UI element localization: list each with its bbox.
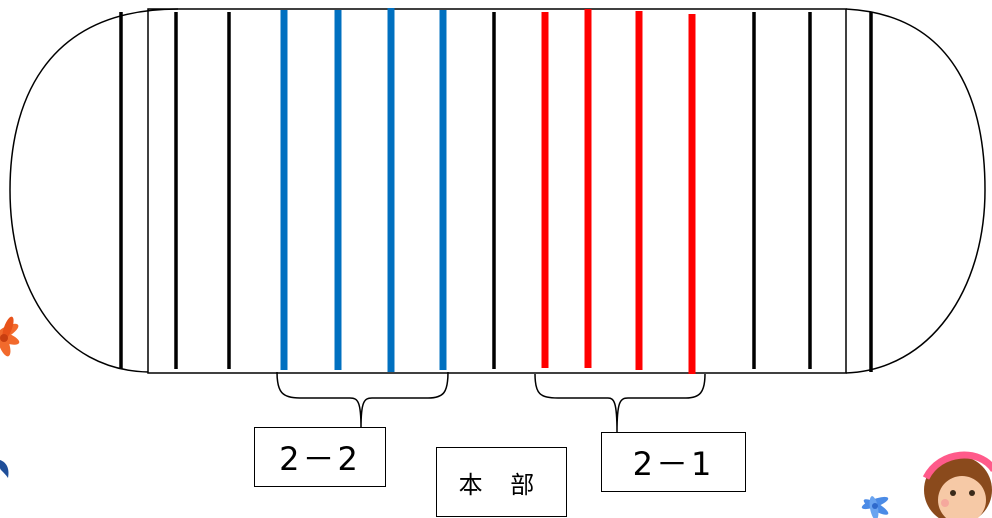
girl-icon bbox=[922, 451, 992, 518]
leaf-icon bbox=[0, 460, 9, 478]
group-braces bbox=[276, 371, 706, 433]
track-inner-rect bbox=[147, 8, 847, 374]
red-lanes bbox=[541, 9, 696, 374]
track-right-curve bbox=[845, 8, 986, 374]
blue-lanes bbox=[280, 8, 447, 372]
orange-flower-icon bbox=[0, 316, 20, 357]
blue-flower-icon bbox=[861, 496, 889, 518]
track-left-curve bbox=[9, 8, 179, 373]
brace-2-1 bbox=[534, 373, 706, 433]
black-lanes bbox=[119, 12, 873, 372]
headquarters-label: 本 部 bbox=[436, 447, 567, 517]
brace-2-2 bbox=[276, 371, 449, 429]
group-2-1-label: 2－1 bbox=[601, 432, 746, 492]
track-outline bbox=[9, 8, 986, 374]
group-2-2-label: 2－2 bbox=[254, 427, 386, 487]
